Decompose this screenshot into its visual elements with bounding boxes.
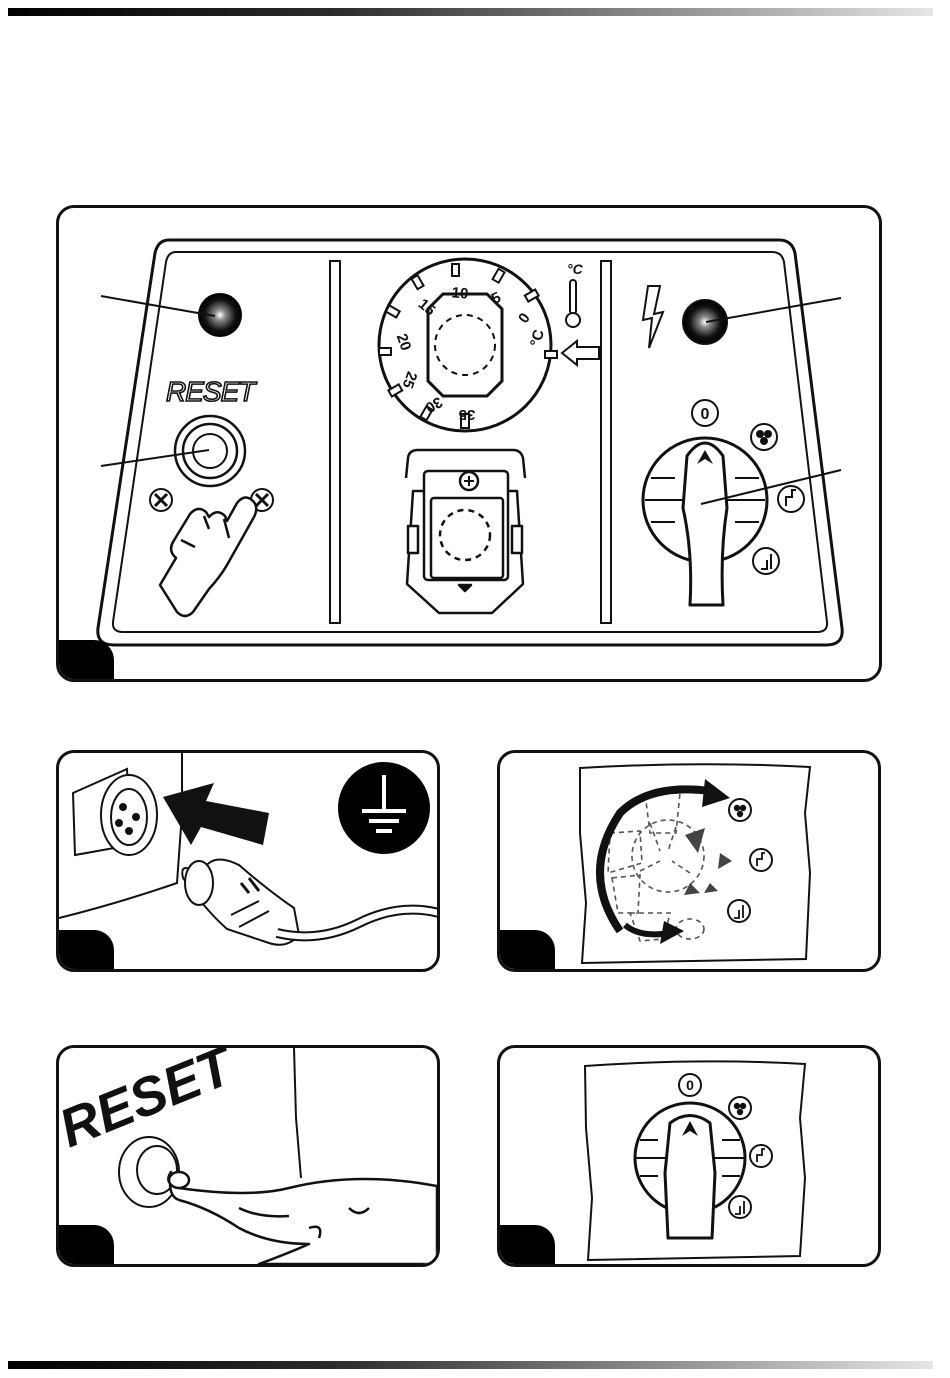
- heat-low-icon: [750, 1145, 772, 1167]
- lightning-icon: [643, 286, 663, 348]
- celsius-label: °C: [567, 261, 584, 277]
- screw-left-icon: [150, 489, 172, 511]
- reset-label: RESET: [166, 376, 257, 407]
- socket-cover[interactable]: [406, 450, 525, 613]
- hand-press-icon: [168, 1172, 437, 1264]
- heat-high-icon: [753, 548, 779, 574]
- hand-press-icon: [160, 497, 256, 616]
- heat-high-icon: [729, 1196, 751, 1218]
- figure-number-tab-5: [497, 1225, 555, 1267]
- figure-switch-rotation: [497, 750, 881, 972]
- switch-position-0: 0: [692, 400, 718, 426]
- power-plug[interactable]: [182, 859, 437, 944]
- figure-plug-connection: [56, 750, 440, 972]
- figure-control-panel: RESET: [56, 205, 882, 682]
- reset-button[interactable]: [175, 416, 245, 486]
- figure-number-tab-1: [56, 640, 114, 682]
- heat-low-icon: [778, 486, 804, 512]
- bottom-rule: [8, 1361, 933, 1369]
- figure-number-tab-2: [56, 930, 114, 972]
- set-point-arrow-icon: [562, 341, 599, 365]
- callout-line-3: [706, 298, 841, 322]
- heating-indicator-lamp: [683, 300, 727, 344]
- figure-reset-press: RESET: [56, 1045, 440, 1267]
- top-rule: [8, 8, 933, 16]
- fan-icon: [729, 799, 751, 821]
- switch-position-0: 0: [679, 1074, 701, 1096]
- power-inlet-socket: [73, 769, 157, 855]
- heat-low-icon: [750, 849, 772, 871]
- switch-off-drawing: 0: [500, 1048, 878, 1264]
- fan-icon: [729, 1097, 751, 1119]
- earth-ground-icon: [338, 762, 430, 854]
- heat-high-icon: [728, 900, 750, 922]
- thermostat-dial[interactable]: 35 30 25 20 15 10 5 0 °C: [379, 259, 599, 431]
- reset-press-drawing: RESET: [59, 1048, 437, 1264]
- insert-arrow-icon: [163, 783, 269, 845]
- selector-knob[interactable]: [643, 438, 767, 605]
- control-panel-drawing: RESET: [59, 208, 879, 679]
- plug-drawing: [59, 753, 437, 969]
- thermometer-icon: °C: [566, 261, 584, 327]
- figure-number-tab-3: [497, 930, 555, 972]
- svg-text:0: 0: [701, 406, 710, 423]
- scale-35: 35: [459, 406, 476, 423]
- figure-switch-off: 0: [497, 1045, 881, 1267]
- svg-text:0: 0: [686, 1077, 694, 1093]
- switch-rotation-drawing: [500, 753, 878, 969]
- scale-10: 10: [451, 284, 469, 302]
- figure-number-tab-4: [56, 1225, 114, 1267]
- fan-icon: [751, 424, 777, 450]
